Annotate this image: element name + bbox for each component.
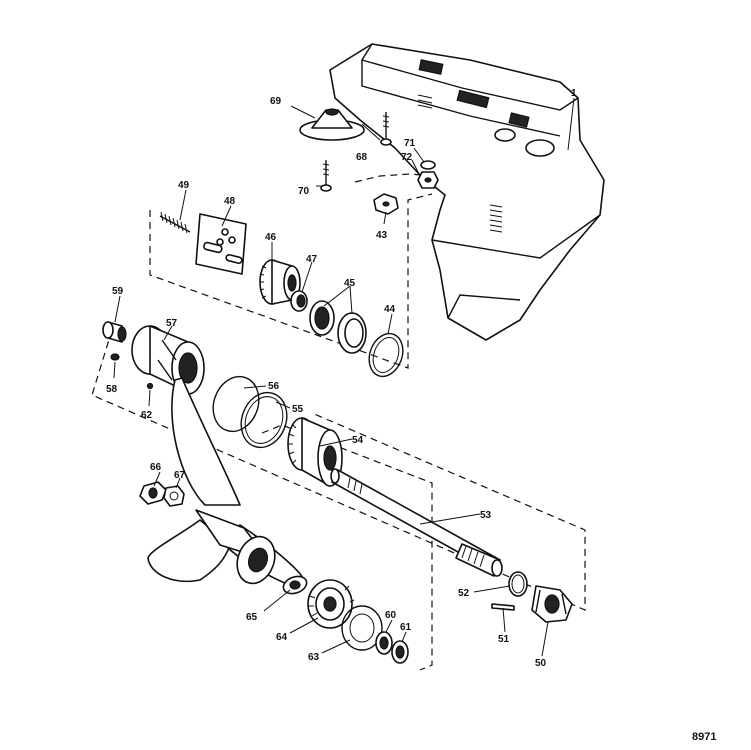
callout-50: 50 [535,658,547,669]
catalog-number: 8971 [692,731,716,743]
nut-72 [417,171,439,189]
leader-lines [113,97,575,657]
shim-55 [240,391,288,449]
propeller [147,377,305,589]
o-ring-56 [212,375,260,433]
callout-64: 64 [276,632,288,643]
callout-61: 61 [400,622,412,633]
callout-45: 45 [344,278,356,289]
thrust-hub-64 [307,579,355,629]
callout-44: 44 [384,304,396,315]
callout-66: 66 [150,462,162,473]
callout-51: 51 [498,634,510,645]
pin-58 [110,353,120,361]
bearing-47 [290,290,308,312]
o-ring-44 [368,332,404,378]
callout-71: 71 [404,138,416,149]
washer-65 [282,575,308,595]
washer-71 [420,160,436,170]
propeller-shaft-53 [330,468,503,577]
tapered-bearing-45 [309,300,367,354]
tab-washer-63 [341,605,383,651]
callout-1: 1 [571,88,577,99]
callout-67: 67 [174,470,186,481]
screw-68 [380,112,392,146]
shift-parts-card-48 [195,213,247,275]
callout-70: 70 [298,186,310,197]
callout-43: 43 [376,230,388,241]
nut-66 [139,481,167,505]
spacer-60 [375,631,393,655]
callout-59: 59 [112,286,124,297]
gear-housing [329,43,605,341]
callout-57: 57 [166,318,178,329]
callout-69: 69 [270,96,282,107]
callout-47: 47 [306,254,318,265]
callout-63: 63 [308,652,320,663]
callout-58: 58 [106,384,118,395]
callout-68: 68 [356,152,368,163]
bearing-carrier-57 [131,325,205,395]
callout-62: 62 [141,410,153,421]
spacer-block-43 [373,193,399,215]
callout-65: 65 [246,612,258,623]
anode-plate [299,108,365,141]
spring-49 [159,211,191,234]
callout-72: 72 [401,152,413,163]
callout-46: 46 [265,232,277,243]
screw-70 [320,160,332,192]
callout-60: 60 [385,610,397,621]
tab-washer-67 [163,485,185,507]
callout-52: 52 [458,588,470,599]
callout-labels: 1 43 44 45 46 47 48 49 50 51 52 53 54 55… [106,88,716,743]
sleeve-52 [508,571,528,597]
cross-pin-51 [491,603,515,611]
callout-53: 53 [480,510,492,521]
screw-62 [146,382,154,390]
callout-56: 56 [268,381,280,392]
prop-nut-61 [391,640,409,664]
callout-55: 55 [292,404,304,415]
callout-49: 49 [178,180,190,191]
clutch-50 [531,585,573,623]
bearing-59 [102,321,127,343]
callout-54: 54 [352,435,364,446]
callout-48: 48 [224,196,236,207]
